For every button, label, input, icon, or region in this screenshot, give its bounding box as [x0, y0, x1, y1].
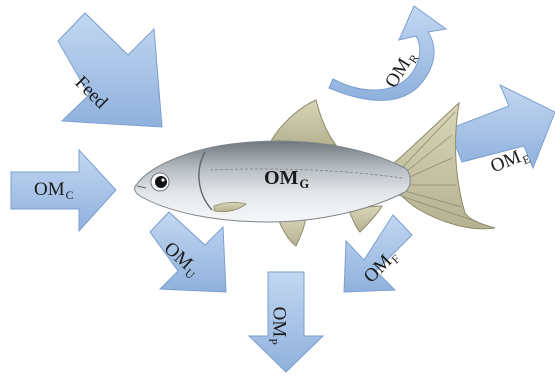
om-r-arrow	[329, 6, 446, 100]
om-g-label: OMG	[264, 168, 309, 190]
feed-arrow	[58, 13, 162, 127]
om-p-subscript: P	[267, 338, 280, 345]
om-p-base: OM	[269, 307, 290, 338]
dorsal-fin	[270, 100, 336, 145]
fish	[135, 100, 495, 246]
om-g-base: OM	[264, 167, 298, 189]
om-c-label: OMC	[34, 180, 73, 201]
om-c-base: OM	[34, 179, 65, 200]
om-g-subscript: G	[299, 177, 309, 191]
om-p-label: OMP	[267, 307, 288, 345]
om-c-subscript: C	[66, 189, 74, 202]
